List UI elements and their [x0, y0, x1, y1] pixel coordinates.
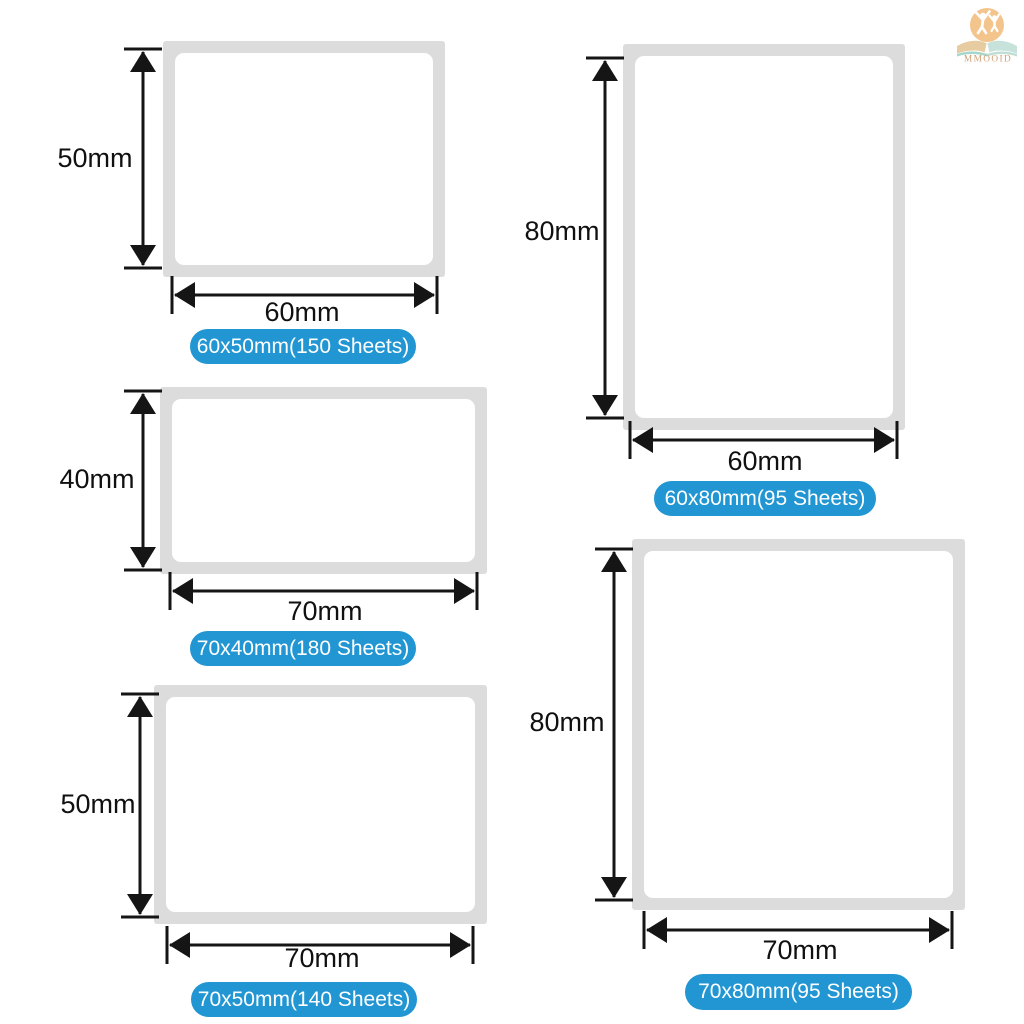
height-dimension-arrow — [595, 547, 633, 902]
brand-name: MMOOID — [964, 55, 1012, 64]
mmooid-brand-logo: MMOOID — [957, 8, 1017, 64]
width-dimension-arrow — [642, 911, 954, 949]
width-dimension-arrow — [165, 926, 475, 964]
size-badge: 70x50mm(140 Sheets) — [191, 982, 417, 1017]
size-badge: 70x80mm(95 Sheets) — [685, 974, 912, 1010]
width-dimension-label: 70mm — [287, 596, 363, 626]
width-dimension-label: 60mm — [264, 297, 340, 327]
size-badge: 60x80mm(95 Sheets) — [654, 481, 876, 516]
size-badge-text: 70x40mm(180 Sheets) — [196, 636, 410, 660]
height-dimension-arrow — [124, 389, 162, 572]
size-badge: 70x40mm(180 Sheets) — [190, 631, 416, 666]
height-dimension-label: 50mm — [57, 143, 133, 173]
width-dimension-label: 60mm — [727, 446, 803, 476]
height-dimension-arrow — [586, 56, 624, 420]
width-dimension-label: 70mm — [284, 943, 360, 973]
height-dimension-label: 80mm — [529, 707, 605, 737]
size-badge-text: 70x50mm(140 Sheets) — [197, 987, 411, 1011]
size-badge-text: 60x80mm(95 Sheets) — [664, 486, 866, 510]
label-sheet — [623, 44, 905, 430]
label-sheet-surface — [172, 399, 475, 562]
height-dimension-label: 80mm — [524, 216, 600, 246]
height-dimension-arrow — [124, 47, 162, 270]
width-dimension-arrow — [628, 421, 899, 459]
label-sheet-surface — [166, 697, 475, 912]
label-sheet-surface — [175, 53, 433, 265]
width-dimension-arrow — [170, 276, 439, 314]
open-book-icon — [957, 40, 1017, 57]
width-dimension-arrow — [168, 572, 479, 610]
size-badge: 60x50mm(150 Sheets) — [190, 329, 416, 364]
label-sheet — [160, 387, 487, 574]
height-dimension-arrow — [121, 692, 159, 919]
label-sheet — [632, 539, 965, 910]
jumping-people-icon — [974, 10, 1001, 35]
label-sheet — [154, 685, 487, 924]
width-dimension-label: 70mm — [762, 935, 838, 965]
height-dimension-label: 50mm — [60, 789, 136, 819]
label-sheet — [163, 41, 445, 277]
height-dimension-label: 40mm — [59, 464, 135, 494]
size-badge-text: 60x50mm(150 Sheets) — [196, 334, 410, 358]
label-sheet-surface — [644, 551, 953, 898]
size-badge-text: 70x80mm(95 Sheets) — [698, 980, 899, 1003]
label-sheet-surface — [635, 56, 893, 418]
